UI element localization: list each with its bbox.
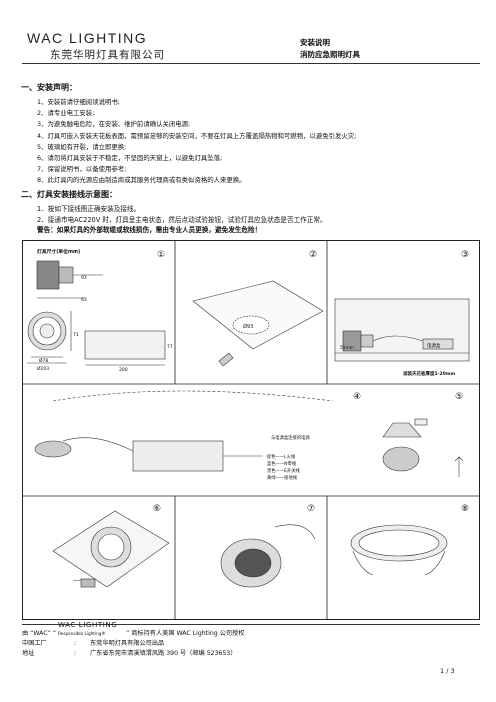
factory-line: 中国工厂: 东莞华明灯具有限公司出品	[22, 639, 244, 649]
wire-title: 与电源盒连接的电源	[271, 434, 310, 441]
footer: 由 “WAC” “ WAC LIGHTING Responsible Light…	[22, 621, 245, 659]
trademark-suffix: ” 商标持有人美国 WAC Lighting 公司授权	[126, 630, 245, 637]
dimension-drawing	[27, 260, 166, 366]
step-number: ⑤	[455, 392, 463, 402]
step-number: ④	[353, 392, 361, 402]
wiring-line1: 1、按如下接线图正确安装及接线。	[37, 205, 141, 213]
doc-title-line2: 消防应急照明灯具	[300, 50, 360, 59]
wire-item: 黑色——E开关线	[267, 467, 300, 474]
installation-notes-list: 1、安装前请仔细阅读说明书; 2、请专业电工安装; 3、为避免触电危险，在安装、…	[37, 97, 356, 187]
brand-logo-text: WAC LIGHTING	[27, 30, 148, 46]
trademark-prefix: 由 “WAC” “	[22, 630, 57, 637]
installation-diagram: 灯具尺寸(单位mm) 63 93 71 Ø78 Ø103 200 77 ① Ø9…	[22, 240, 480, 620]
wiring-drawing	[34, 390, 334, 472]
section2-title: 二、灯具安装接线示意图：	[21, 190, 117, 199]
dim-103: Ø103	[37, 365, 49, 372]
address-label: 地址	[22, 649, 35, 657]
list-item: 3、为避免触电危险，在安装、维护前请确认关闭电源;	[37, 120, 191, 129]
diagram-svg: 灯具尺寸(单位mm) 63 93 71 Ø78 Ø103 200 77 ① Ø9…	[23, 241, 479, 619]
dim-71: 71	[73, 332, 79, 338]
wiring-line2: 2、接通市电AC220V 时，灯具呈主电状态，然后点动试验按钮，试验灯具应急状态…	[37, 215, 327, 224]
page-number: 1 / 3	[440, 667, 455, 675]
doc-title-line1: 安装说明	[300, 38, 330, 47]
list-item: 4、灯具可嵌入安装天花板表面，需预留足够的安装空间，不要在灯具上方覆盖隔热物和可…	[37, 131, 357, 140]
step-number: ②	[309, 250, 317, 260]
trademark-line: 由 “WAC” “ WAC LIGHTING Responsible Light…	[22, 621, 245, 639]
ceiling-thickness-note: 适装天花板厚度1-20mm	[403, 370, 455, 377]
document-title: 安装说明 消防应急照明灯具	[300, 37, 360, 61]
rotate-drawing	[220, 524, 316, 588]
wire-item: 黄绿——接地线	[267, 474, 298, 481]
wiring-instructions: 1、按如下接线图正确安装及接线。 2、接通市电AC220V 时，灯具呈主电状态，…	[37, 204, 327, 236]
finish-drawing	[350, 524, 448, 576]
power-box-label: 电源盒	[427, 342, 441, 349]
step-number: ③	[461, 250, 469, 260]
company-name: 东莞华明灯具有限公司	[50, 49, 165, 61]
dim-63: 63	[81, 297, 87, 303]
adjust-drawing	[52, 510, 170, 588]
wire-item: 棕色——L火线	[267, 453, 296, 460]
list-item: 1、安装前请仔细阅读说明书;	[37, 98, 120, 106]
ceiling-cutout-drawing	[192, 280, 324, 367]
step-number: ⑦	[307, 504, 315, 514]
list-item: 5、玻璃如有开裂，请立即更换;	[37, 142, 127, 151]
dim-77: 77	[167, 344, 173, 350]
separator: :	[74, 649, 77, 657]
size-title: 灯具尺寸(单位mm)	[37, 248, 80, 255]
footer-divider	[22, 624, 480, 625]
wire-item: 蓝色——N零线	[267, 460, 297, 467]
ceiling-mount-drawing	[334, 298, 470, 362]
factory-value: 东莞华明灯具有限公司出品	[90, 639, 165, 647]
step-number: ⑥	[153, 504, 161, 514]
dim-200: 200	[119, 367, 128, 373]
address-line: 地址: 广东省东莞市清溪镇渭风路 390 号（邮编 523653）	[22, 649, 244, 659]
dim-78: Ø78	[39, 357, 48, 364]
factory-label: 中国工厂	[22, 639, 47, 647]
list-item: 7、保留说明书，以备使用参考;	[37, 165, 127, 174]
footer-logo: WAC LIGHTING Responsible Lighting®	[58, 621, 124, 639]
footer-logo-sub: Responsible Lighting®	[58, 631, 106, 636]
step-number: ①	[157, 250, 165, 260]
list-item: 8、此灯具内的光源应由制造商或其服务代理商或有类似资格的人来更换。	[37, 176, 246, 185]
height-dimension: 55mm	[340, 345, 354, 351]
address-value: 广东省东莞市清溪镇渭风路 390 号（邮编 523653）	[90, 649, 237, 657]
insert-drawing	[382, 418, 464, 477]
warning-text: 警告：如果灯具的外部软缆或软线损伤，需由专业人员更换，避免发生危险！	[37, 226, 262, 234]
list-item: 6、请勿将灯具安装于不稳定，不坚固的天窗上，以避免灯具坠落;	[37, 154, 223, 163]
cutout-dimension: Ø93	[243, 323, 253, 330]
list-item: 2、请专业电工安装;	[37, 109, 95, 118]
header-divider	[22, 63, 480, 64]
footer-logo-text: WAC LIGHTING	[58, 621, 118, 629]
separator: :	[74, 639, 77, 647]
section1-title: 一、安装声明：	[21, 83, 77, 92]
step-number: ⑧	[461, 504, 469, 514]
dim-93: 93	[81, 275, 87, 281]
